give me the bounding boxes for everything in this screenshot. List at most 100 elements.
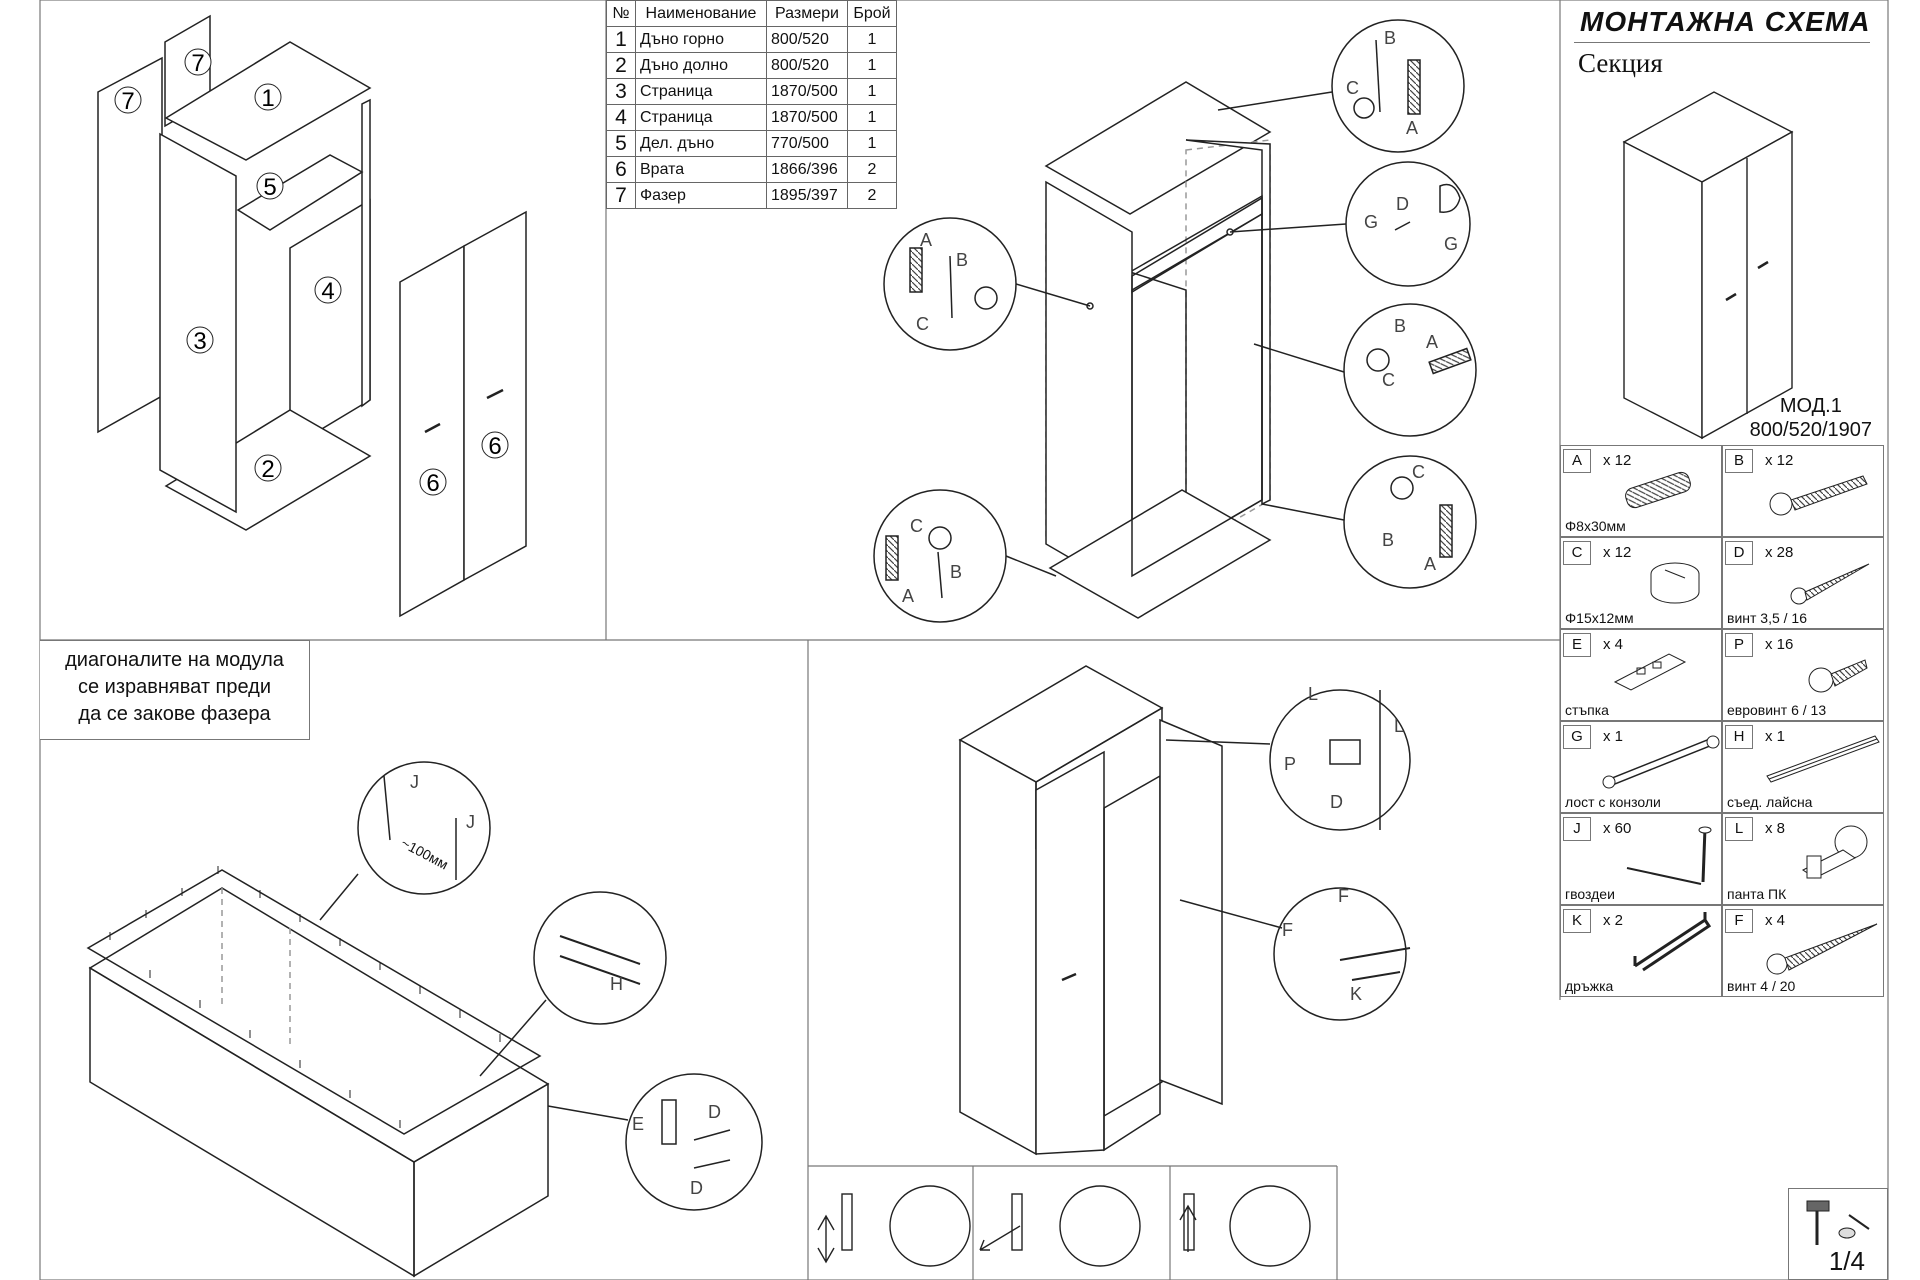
hardware-qty: x 8 [1765,820,1786,837]
sheet-subtitle: Секция [1578,48,1663,78]
col-size: Размери [766,0,848,27]
euro-screw-icon [1808,659,1868,693]
letter-d-3: D [708,1102,721,1122]
col-name: Наименование [635,0,767,27]
hardware-item-c: C x 12 Φ15x12мм [1560,537,1722,629]
hardware-qty: x 12 [1765,452,1794,469]
nail-row-marks [109,866,501,1128]
letter-b-5: B [950,562,962,582]
hardware-item-j: J x 60 гвоздеи [1560,813,1722,905]
hardware-caption: стъпка [1565,702,1609,718]
callout-3-text: 3 [193,328,206,355]
letter-f-2: F [1282,920,1293,940]
hardware-letter: C [1563,541,1591,565]
callout-6a-text: 6 [426,470,439,497]
page-indicator: 1/4 [1788,1188,1888,1280]
hardware-qty: x 12 [1603,544,1632,561]
letter-a-5: A [902,586,914,606]
row-name: Дъно долно [635,52,767,79]
hardware-qty: x 1 [1603,728,1624,745]
letter-g-1: G [1364,212,1378,232]
hardware-item-b: B x 12 [1722,445,1884,537]
hardware-letter: A [1563,449,1591,473]
hardware-caption: панта ПК [1727,886,1787,902]
letter-j-2: J [466,812,475,832]
row-name: Дъно горно [635,26,767,53]
callout-7a: 7 [114,86,142,115]
sheet-title: МОНТАЖНА СХЕМА [1580,6,1871,37]
letter-c-1: C [1346,78,1359,98]
letter-d-5: D [1330,792,1343,812]
letter-c-5: C [910,516,923,536]
title-block: МОНТАЖНА СХЕМА Секция МОД.1 800/520/1907 [1560,0,1888,445]
letter-b-3: B [1382,530,1394,550]
col-num: № [606,0,636,27]
row-name: Фазер [635,182,767,209]
row-num: 1 [606,26,636,53]
hardware-caption: винт 3,5 / 16 [1727,610,1807,626]
hardware-item-a: A x 12 Φ8x30мм [1560,445,1722,537]
door-mounting-view [958,665,1411,1156]
callout-2-text: 2 [261,456,274,483]
cam-bolt-icon [1769,475,1868,516]
row-num: 5 [606,130,636,157]
letter-k: K [1350,984,1362,1004]
hinge-adjustment-strip [817,1185,1311,1267]
letter-b-2: B [1394,316,1406,336]
dowel-icon [1625,471,1691,509]
hardware-caption: дръжка [1565,978,1614,994]
callout-7a-text: 7 [121,88,134,115]
letter-f-1: F [1338,886,1349,906]
connector-letters: B C A D G G B A C C B A A B C C B A [902,28,1458,606]
letter-p: P [1284,754,1296,774]
hinge-icon [1802,825,1868,879]
row-size: 1895/397 [766,182,848,209]
letter-h: H [610,974,623,994]
row-name: Врата [635,156,767,183]
model-name: МОД.1 [1779,395,1842,417]
letter-a-3: A [1424,554,1436,574]
hardware-qty: x 2 [1603,912,1624,929]
hardware-letter: B [1725,449,1753,473]
hardware-letter: P [1725,633,1753,657]
hardware-qty: x 4 [1603,636,1624,653]
hardware-item-k: K x 2 дръжка [1560,905,1722,997]
letter-a-2: A [1426,332,1438,352]
row-num: 6 [606,156,636,183]
carcass-assembly-view [1044,81,1272,619]
letter-d-1: D [1396,194,1409,214]
row-name: Страница [635,104,767,131]
hardware-qty: x 12 [1603,452,1632,469]
hardware-caption: евровинт 6 / 13 [1727,702,1827,718]
hardware-letter: E [1563,633,1591,657]
callout-5-text: 5 [263,174,276,201]
hardware-caption: съед. лайсна [1727,794,1813,810]
hardware-letter: L [1725,817,1753,841]
note-line-1: диагоналите на модула [65,649,284,671]
callout-7b-text: 7 [191,50,204,77]
row-qty: 1 [847,130,897,157]
row-qty: 2 [847,182,897,209]
hardware-item-d: D x 28 винт 3,5 / 16 [1722,537,1884,629]
hardware-qty: x 16 [1765,636,1794,653]
row-size: 800/520 [766,26,848,53]
row-size: 1870/500 [766,104,848,131]
hardware-caption: гвоздеи [1565,886,1615,902]
note-line-3: да се закове фазера [78,703,271,725]
hardware-item-f: F x 4 винт 4 / 20 [1722,905,1884,997]
hardware-letter: G [1563,725,1591,749]
hardware-letter: J [1563,817,1591,841]
letter-b-4: B [956,250,968,270]
row-qty: 1 [847,104,897,131]
row-size: 800/520 [766,52,848,79]
exploded-cabinet-view [97,14,527,618]
foot-plate-icon [1613,653,1687,691]
row-size: 1866/396 [766,156,848,183]
row-num: 4 [606,104,636,131]
hanging-rail-icon [1602,735,1720,789]
col-qty: Брой [847,0,897,27]
